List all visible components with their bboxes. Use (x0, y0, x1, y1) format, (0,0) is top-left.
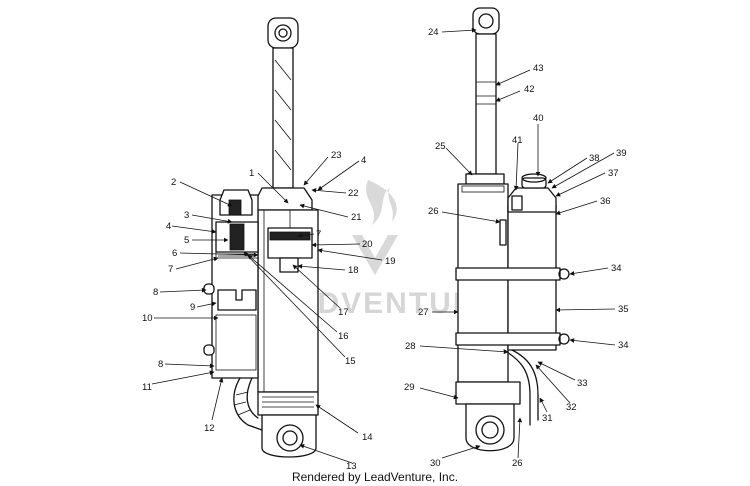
callout-31: 31 (542, 413, 553, 424)
callout-35: 35 (618, 304, 629, 315)
leader-lines (151, 27, 616, 464)
callout-3: 3 (184, 210, 189, 221)
callout-34: 34 (618, 340, 629, 351)
callout-1: 1 (249, 168, 254, 179)
callout-17: 17 (338, 307, 349, 318)
callout-25: 25 (435, 141, 446, 152)
callout-28: 28 (405, 341, 416, 352)
callout-15: 15 (345, 356, 356, 367)
callout-9: 9 (190, 302, 195, 313)
callout-19: 19 (385, 256, 396, 267)
callout-20: 20 (362, 239, 373, 250)
callout-4: 4 (361, 155, 366, 166)
callout-23: 23 (331, 150, 342, 161)
callout-42: 42 (524, 84, 535, 95)
callout-39: 39 (616, 148, 627, 159)
callout-11: 11 (142, 382, 152, 393)
callout-5: 5 (184, 235, 189, 246)
callout-10: 10 (142, 313, 153, 324)
callout-30: 30 (430, 458, 441, 469)
callout-8: 8 (153, 287, 158, 298)
callout-34: 34 (611, 263, 622, 274)
callout-16: 16 (338, 331, 349, 342)
callout-4: 4 (166, 221, 171, 232)
callout-6: 6 (172, 248, 177, 259)
callout-27: 27 (418, 307, 429, 318)
callout-26: 26 (512, 458, 523, 469)
callout-7: 7 (316, 229, 321, 240)
callout-13: 13 (346, 461, 357, 472)
callout-41: 41 (512, 135, 523, 146)
callout-2: 2 (171, 177, 176, 188)
callout-43: 43 (533, 63, 544, 74)
callout-12: 12 (204, 423, 215, 434)
callout-29: 29 (404, 382, 415, 393)
footer-credit: Rendered by LeadVenture, Inc. (291, 470, 459, 484)
callout-33: 33 (577, 378, 588, 389)
callout-labels: 1 2 3 4 5 6 7 8 9 10 8 11 12 13 14 15 16… (142, 27, 629, 472)
callout-18: 18 (348, 265, 359, 276)
right-shock-external (455, 7, 570, 452)
left-shock-cutaway (203, 17, 319, 458)
callout-24: 24 (428, 27, 439, 38)
callout-22: 22 (348, 188, 359, 199)
callout-21: 21 (351, 212, 362, 223)
callout-7: 7 (168, 264, 173, 275)
callout-26: 26 (428, 206, 439, 217)
callout-14: 14 (362, 432, 373, 443)
callout-36: 36 (600, 196, 611, 207)
callout-38: 38 (589, 153, 600, 164)
callout-40: 40 (533, 113, 544, 124)
callout-37: 37 (608, 168, 619, 179)
callout-8: 8 (158, 359, 163, 370)
callout-32: 32 (566, 402, 577, 413)
